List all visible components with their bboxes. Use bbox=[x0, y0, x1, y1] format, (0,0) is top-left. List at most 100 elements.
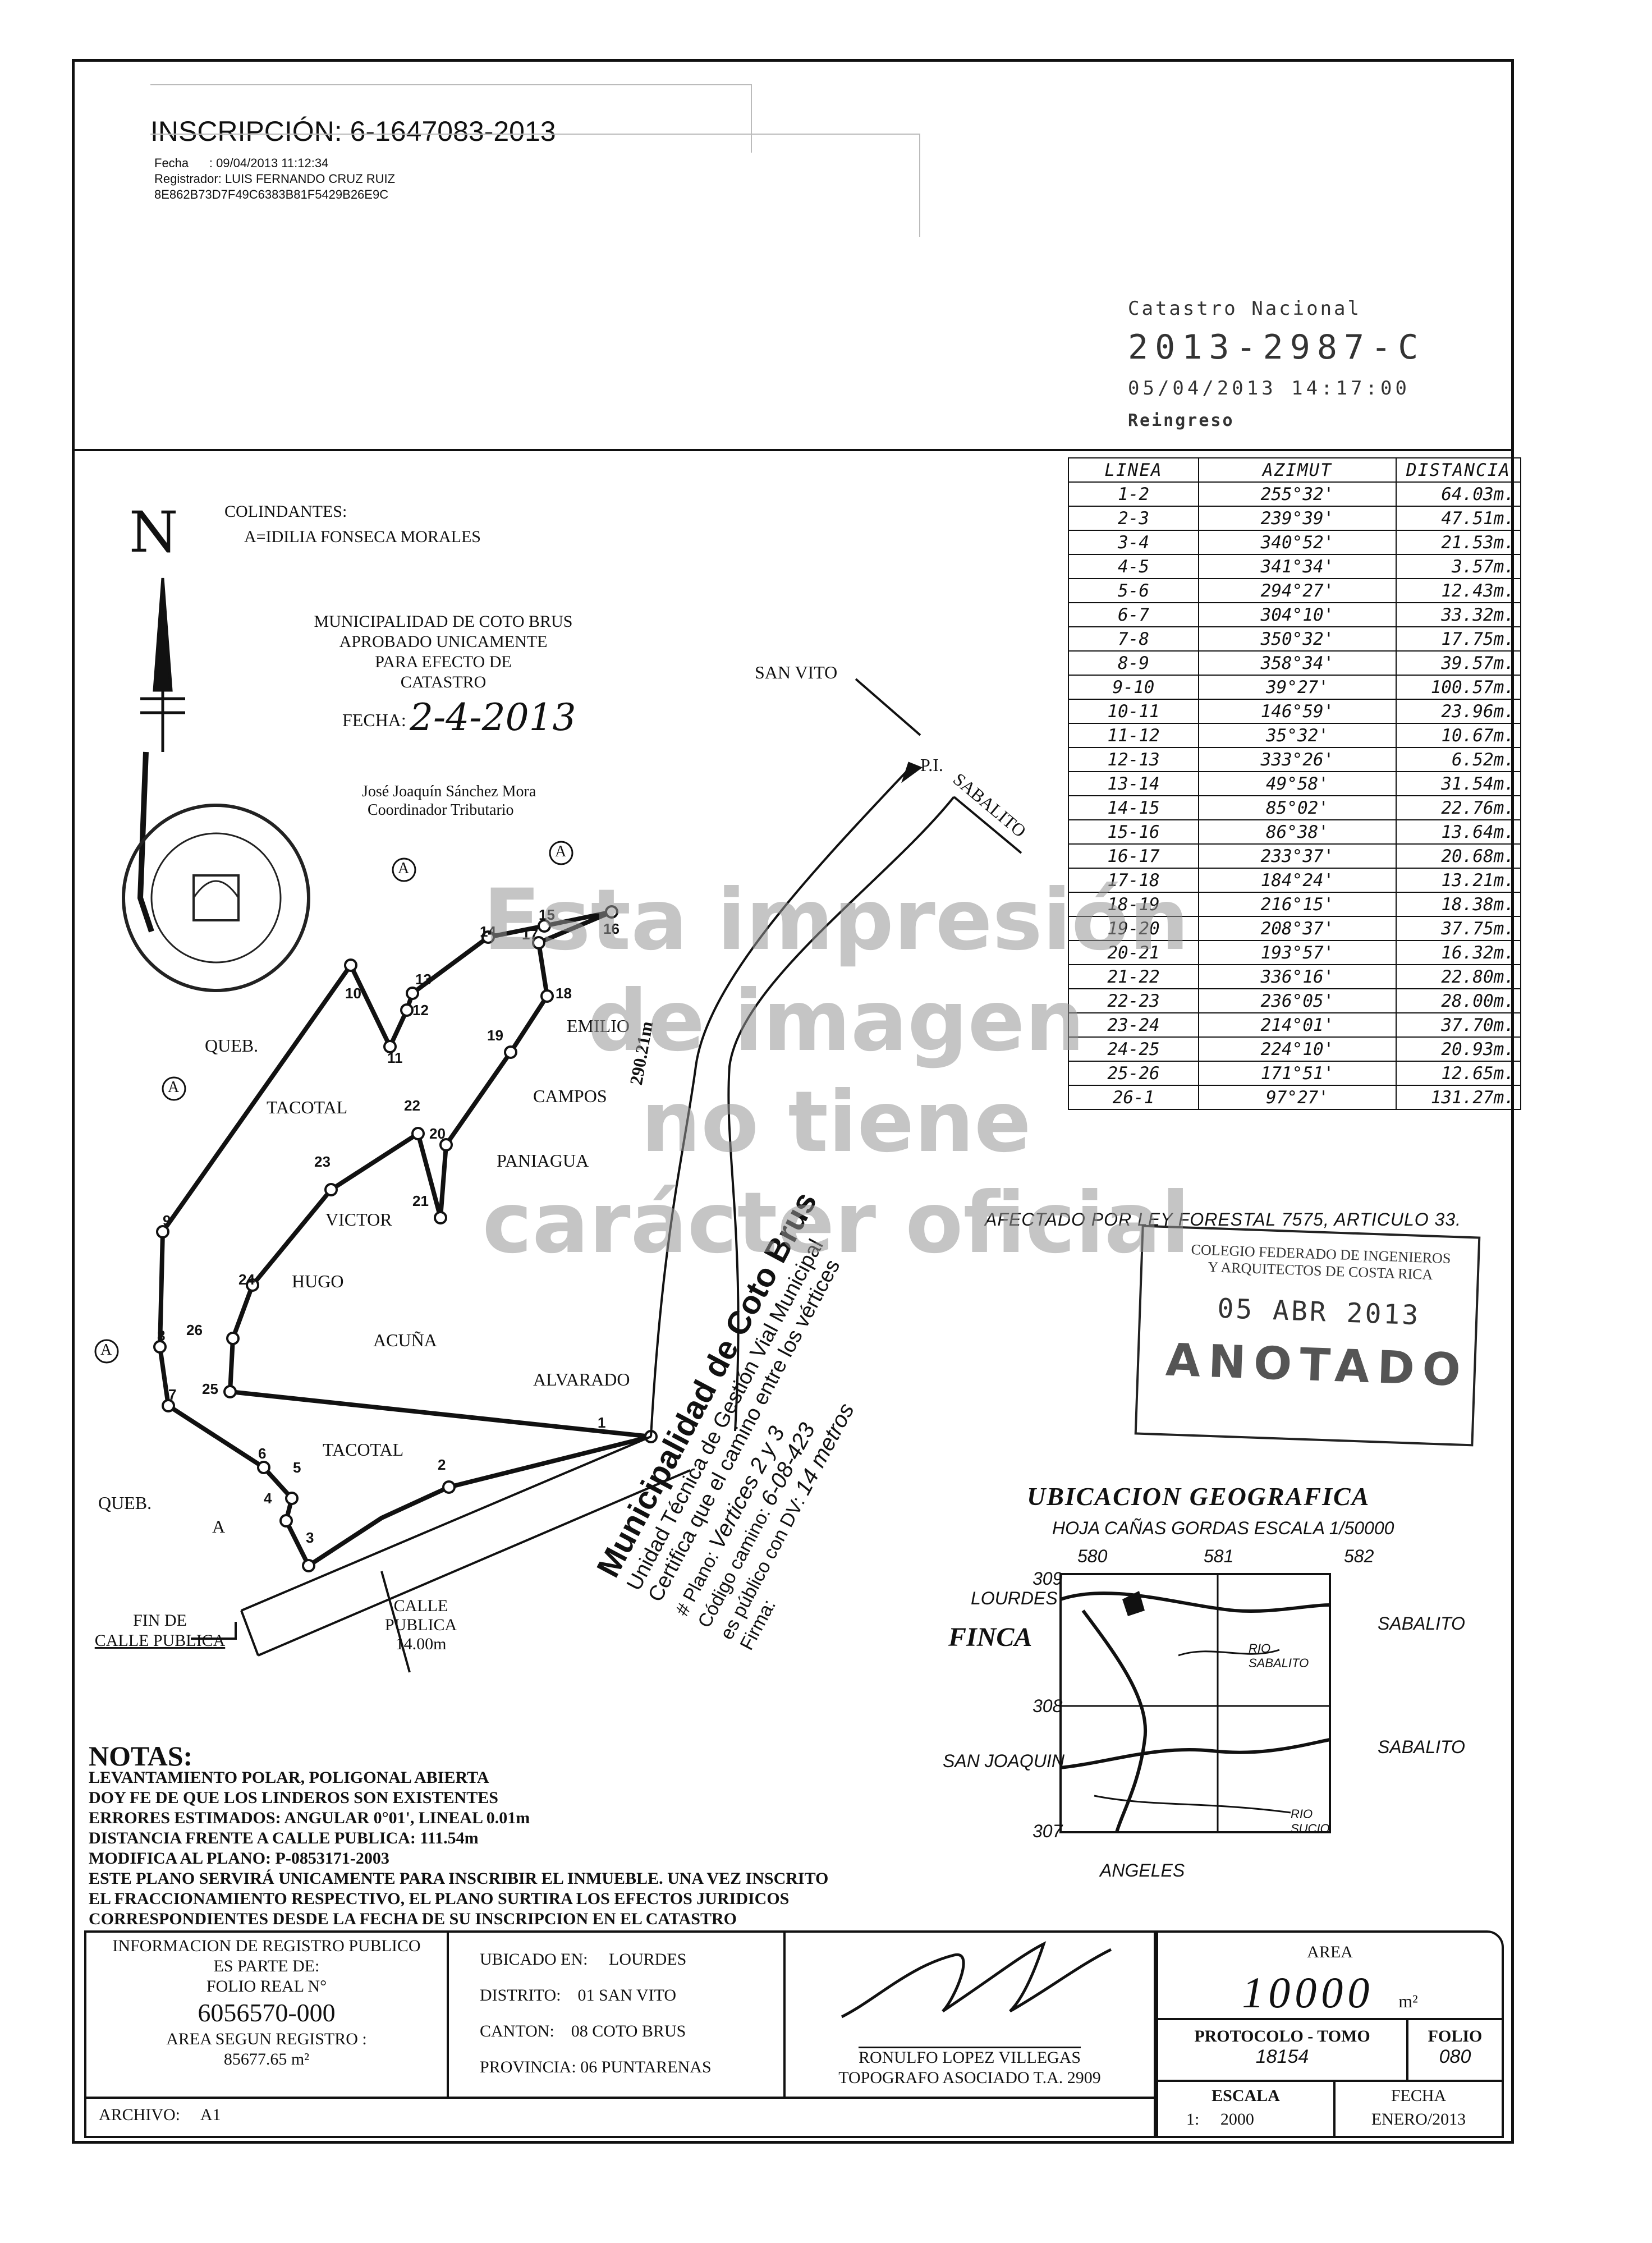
row-linea: 26-1 bbox=[1068, 1085, 1199, 1110]
row-azimut: 86°38' bbox=[1198, 819, 1397, 845]
header-azimut: AZIMUT bbox=[1198, 457, 1397, 483]
label-tacotal-2: TACOTAL bbox=[323, 1439, 404, 1460]
vertex-dot bbox=[532, 936, 545, 950]
vertex-dot bbox=[257, 1461, 270, 1474]
vertex-label: 8 bbox=[157, 1327, 166, 1344]
topografo-name: RONULFO LOPEZ VILLEGAS bbox=[858, 2048, 1081, 2067]
colindantes-line: A=IDILIA FONSECA MORALES bbox=[244, 528, 481, 546]
marker-a-1: A bbox=[168, 1079, 180, 1096]
vertex-label: 11 bbox=[387, 1049, 403, 1066]
north-arrow-head bbox=[153, 577, 173, 692]
row-linea: 25-26 bbox=[1068, 1061, 1199, 1086]
vertex-label: 13 bbox=[415, 971, 432, 988]
vertex-dot bbox=[605, 905, 618, 919]
fin-l2: CALLE PUBLICA bbox=[94, 1631, 226, 1650]
vertex-dots bbox=[153, 905, 658, 1572]
vertex-label: 19 bbox=[487, 1027, 503, 1044]
label-tacotal-1: TACOTAL bbox=[267, 1097, 348, 1117]
vertex-dot bbox=[434, 1211, 447, 1224]
vertex-dot bbox=[153, 1340, 167, 1354]
row-azimut: 294°27' bbox=[1198, 578, 1397, 603]
y-tick-308: 308 bbox=[1032, 1696, 1063, 1716]
ubicado-label: UBICADO EN: bbox=[480, 1950, 588, 1969]
row-azimut: 333°26' bbox=[1198, 747, 1397, 772]
vertex-label: 5 bbox=[293, 1459, 301, 1476]
vertex-label: 16 bbox=[603, 920, 620, 937]
archivo-label: ARCHIVO: bbox=[99, 2106, 181, 2124]
row-linea: 8-9 bbox=[1068, 650, 1199, 676]
row-azimut: 239°39' bbox=[1198, 506, 1397, 531]
row-distancia: 31.54m. bbox=[1396, 771, 1521, 796]
row-distancia: 22.80m. bbox=[1396, 964, 1521, 989]
marker-a-3: A bbox=[555, 843, 567, 860]
row-linea: 10-11 bbox=[1068, 699, 1199, 724]
row-azimut: 97°27' bbox=[1198, 1085, 1397, 1110]
label-campos: CAMPOS bbox=[533, 1086, 607, 1106]
vertex-label: 3 bbox=[306, 1529, 314, 1546]
vertex-dot bbox=[538, 919, 551, 933]
area-label: AREA bbox=[1307, 1943, 1353, 1961]
ubic-sabalito-1: SABALITO bbox=[1378, 1613, 1465, 1634]
colindante-markers bbox=[94, 841, 573, 1364]
calle-publica bbox=[191, 1435, 691, 1673]
vertex-dot bbox=[442, 1480, 456, 1494]
vertex-dot bbox=[400, 1003, 414, 1017]
row-azimut: 208°37' bbox=[1198, 916, 1397, 941]
row-linea: 22-23 bbox=[1068, 988, 1199, 1013]
row-distancia: 23.96m. bbox=[1396, 699, 1521, 724]
row-linea: 11-12 bbox=[1068, 723, 1199, 748]
row-distancia: 20.93m. bbox=[1396, 1036, 1521, 1062]
label-a: A bbox=[212, 1516, 226, 1536]
catastro-label: Catastro Nacional bbox=[1128, 297, 1361, 320]
watermark-l3: no tiene bbox=[641, 1074, 1031, 1171]
row-distancia: 6.52m. bbox=[1396, 747, 1521, 772]
vertex-label: 12 bbox=[412, 1002, 429, 1019]
vertex-label: 21 bbox=[412, 1192, 429, 1209]
vertex-dot bbox=[540, 989, 554, 1003]
row-azimut: 216°15' bbox=[1198, 892, 1397, 917]
vertex-dot bbox=[411, 1127, 425, 1140]
row-linea: 18-19 bbox=[1068, 892, 1199, 917]
colindantes-title: COLINDANTES: bbox=[224, 502, 347, 521]
registro-l1: INFORMACION DE REGISTRO PUBLICO bbox=[112, 1937, 421, 1955]
row-azimut: 336°16' bbox=[1198, 964, 1397, 989]
ubic-lourdes: LOURDES bbox=[971, 1588, 1058, 1608]
row-linea: 4-5 bbox=[1068, 554, 1199, 579]
nota-3: ERRORES ESTIMADOS: ANGULAR 0°01', LINEAL… bbox=[89, 1809, 530, 1827]
approval-fecha-value: 2-4-2013 bbox=[410, 696, 576, 739]
approval-fecha-label: FECHA: bbox=[342, 710, 406, 730]
row-distancia: 100.57m. bbox=[1396, 675, 1521, 700]
row-distancia: 28.00m. bbox=[1396, 988, 1521, 1013]
vertex-label: 18 bbox=[556, 985, 572, 1002]
colegio-stamp-frame bbox=[1134, 1224, 1481, 1447]
fecha-box: FECHA ENERO/2013 bbox=[1336, 2082, 1504, 2138]
ubicado-box: UBICADO EN: LOURDES DISTRITO: 01 SAN VIT… bbox=[449, 1930, 786, 2099]
row-linea: 14-15 bbox=[1068, 795, 1199, 820]
row-azimut: 236°05' bbox=[1198, 988, 1397, 1013]
label-san-vito: SAN VITO bbox=[755, 662, 838, 682]
ubicacion-title: UBICACION GEOGRAFICA bbox=[1027, 1482, 1370, 1511]
row-distancia: 37.75m. bbox=[1396, 916, 1521, 941]
catastro-status: Reingreso bbox=[1128, 411, 1235, 430]
ubic-rio-sucio: RIO SUCIO bbox=[1291, 1807, 1330, 1836]
row-linea: 13-14 bbox=[1068, 771, 1199, 796]
label-calle-publica: CALLE PUBLICA 14.00m bbox=[365, 1597, 477, 1654]
row-azimut: 304°10' bbox=[1198, 602, 1397, 627]
hash-line: 8E862B73D7F49C6383B81F5429B26E9C bbox=[154, 187, 389, 201]
vertex-label: 20 bbox=[429, 1125, 446, 1142]
vertex-dot bbox=[324, 1183, 338, 1196]
folio-value: 080 bbox=[1439, 2046, 1471, 2067]
vertex-label: 1 bbox=[598, 1414, 606, 1431]
